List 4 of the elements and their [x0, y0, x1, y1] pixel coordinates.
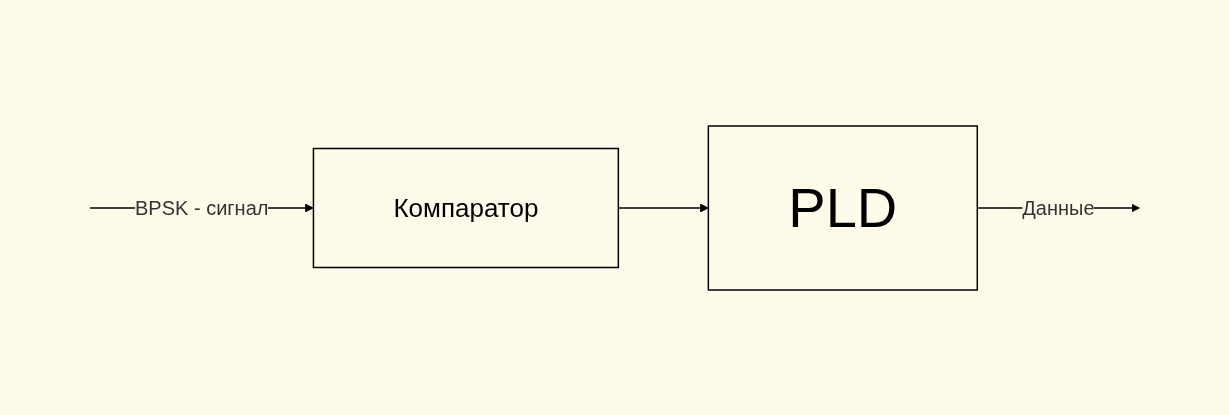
node-box: PLD: [707, 124, 978, 291]
edge-label: BPSK - сигнал: [134, 196, 269, 219]
edge-label: Данные: [1022, 196, 1095, 219]
node-box: Компаратор: [312, 147, 619, 268]
